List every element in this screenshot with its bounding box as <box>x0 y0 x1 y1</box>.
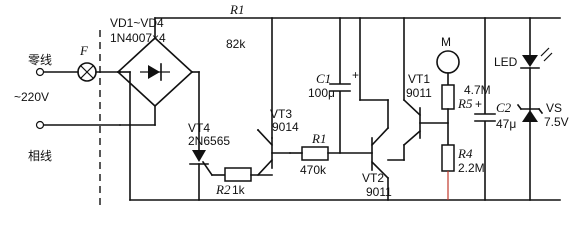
r2-resistor <box>224 167 252 182</box>
r1-top-label: R1 <box>229 2 244 17</box>
vt1-label: VT1 <box>408 72 430 86</box>
ac-input <box>35 62 121 130</box>
led-label: LED <box>494 55 518 69</box>
c2-capacitor <box>474 17 496 201</box>
neutral-label: 零线 <box>28 53 52 67</box>
r4-label: R4 <box>457 146 473 161</box>
vt1-part: 9011 <box>406 86 432 100</box>
vt3-label: VT3 <box>270 107 292 121</box>
r5-resistor <box>441 84 455 110</box>
circuit-schematic: 零线 相线 F ~220V VD1~VD4 1N4007×4 R1 82k C1… <box>14 2 569 210</box>
live-label: 相线 <box>28 149 52 163</box>
vt2-label: VT2 <box>362 171 384 185</box>
c2-value: 47μ <box>496 117 516 131</box>
r1-top-value: 82k <box>226 37 246 51</box>
live-terminal <box>35 120 45 130</box>
c1-plus: + <box>352 68 359 82</box>
vt2-transistor <box>370 99 390 201</box>
c1-value: 100μ <box>308 86 335 100</box>
r4-resistor <box>441 144 455 172</box>
led-icon <box>520 17 553 111</box>
vt3-transistor <box>256 128 291 177</box>
neutral-terminal <box>35 67 45 77</box>
bridge-part-label: 1N4007×4 <box>110 31 166 45</box>
vt2-part: 9011 <box>366 185 392 199</box>
vs-label: VS <box>546 101 562 115</box>
fuse-lamp-icon <box>77 62 97 82</box>
r2-value: 1k <box>232 183 246 197</box>
motor-icon <box>436 50 460 86</box>
r1-mid-value: 470k <box>300 163 327 177</box>
vt4-thyristor <box>189 71 214 201</box>
motor-label: M <box>441 35 451 49</box>
zener-icon <box>516 103 544 201</box>
fuse-label: F <box>79 43 89 58</box>
c2-plus: + <box>475 97 482 111</box>
c1-label: C1 <box>316 71 331 86</box>
r1-mid-label: R1 <box>311 131 326 146</box>
c1-capacitor <box>329 17 351 154</box>
r1-470k-resistor <box>301 146 329 161</box>
vs-value: 7.5V <box>544 115 569 129</box>
c2-label: C2 <box>496 100 512 115</box>
vt3-part: 9014 <box>272 120 299 134</box>
r4-value: 2.2M <box>458 161 485 175</box>
vt1-transistor <box>402 98 449 147</box>
r5-value: 4.7M <box>464 83 491 97</box>
voltage-label: ~220V <box>14 90 49 104</box>
diode-icon <box>140 63 170 81</box>
r5-label: R5 <box>457 96 473 111</box>
bridge-label: VD1~VD4 <box>110 16 164 30</box>
vt4-part: 2N6565 <box>188 134 230 148</box>
vt4-label: VT4 <box>188 121 210 135</box>
r2-label: R2 <box>215 182 231 197</box>
